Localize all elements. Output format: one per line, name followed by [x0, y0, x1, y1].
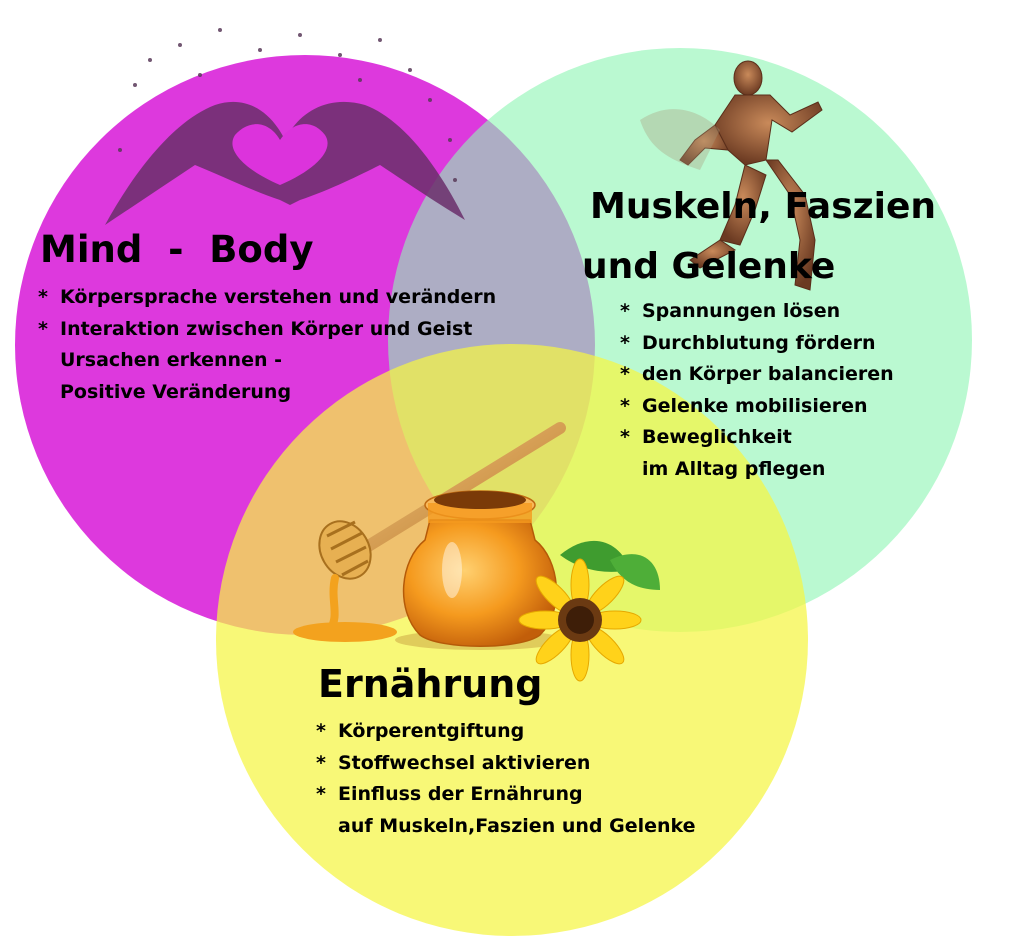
runner-motion-blur: [640, 109, 720, 170]
list-item: auf Muskeln,Faszien und Gelenke: [338, 814, 696, 837]
list-item: *Gelenke mobilisieren: [620, 394, 868, 417]
list-item: *den Körper balancieren: [620, 363, 894, 385]
mind-body-title: Mind - Body: [40, 228, 314, 271]
list-item: Ursachen erkennen -: [60, 349, 282, 371]
muscles-list: *Spannungen lösen *Durchblutung fördern …: [620, 296, 894, 485]
nutrition-list: *Körperentgiftung *Stoffwechsel aktivier…: [316, 716, 696, 842]
sunflower-image: [518, 540, 660, 682]
muscles-title-line2: und Gelenke: [582, 246, 836, 287]
muscles-title-line1: Muskeln, Faszien: [590, 186, 936, 227]
list-item: *Durchblutung fördern: [620, 331, 876, 354]
list-item: *Interaktion zwischen Körper und Geist: [38, 317, 473, 340]
runner-image: [679, 60, 823, 291]
list-item: *Körperentgiftung: [316, 720, 525, 742]
honey-jar-image: [395, 490, 565, 650]
list-item: *Einfluss der Ernährung: [316, 783, 583, 805]
heart-hands-image: [105, 28, 465, 225]
list-item: *Beweglichkeit: [620, 426, 792, 448]
list-item: im Alltag pflegen: [642, 457, 826, 480]
list-item: *Körpersprache verstehen und verändern: [38, 286, 497, 308]
mind-body-list: *Körpersprache verstehen und verändern *…: [38, 282, 496, 408]
list-item: Positive Veränderung: [60, 380, 292, 403]
list-item: *Spannungen lösen: [620, 300, 841, 322]
nutrition-title: Ernährung: [318, 662, 543, 706]
honey-dipper-image: [293, 422, 566, 642]
list-item: *Stoffwechsel aktivieren: [316, 751, 591, 774]
